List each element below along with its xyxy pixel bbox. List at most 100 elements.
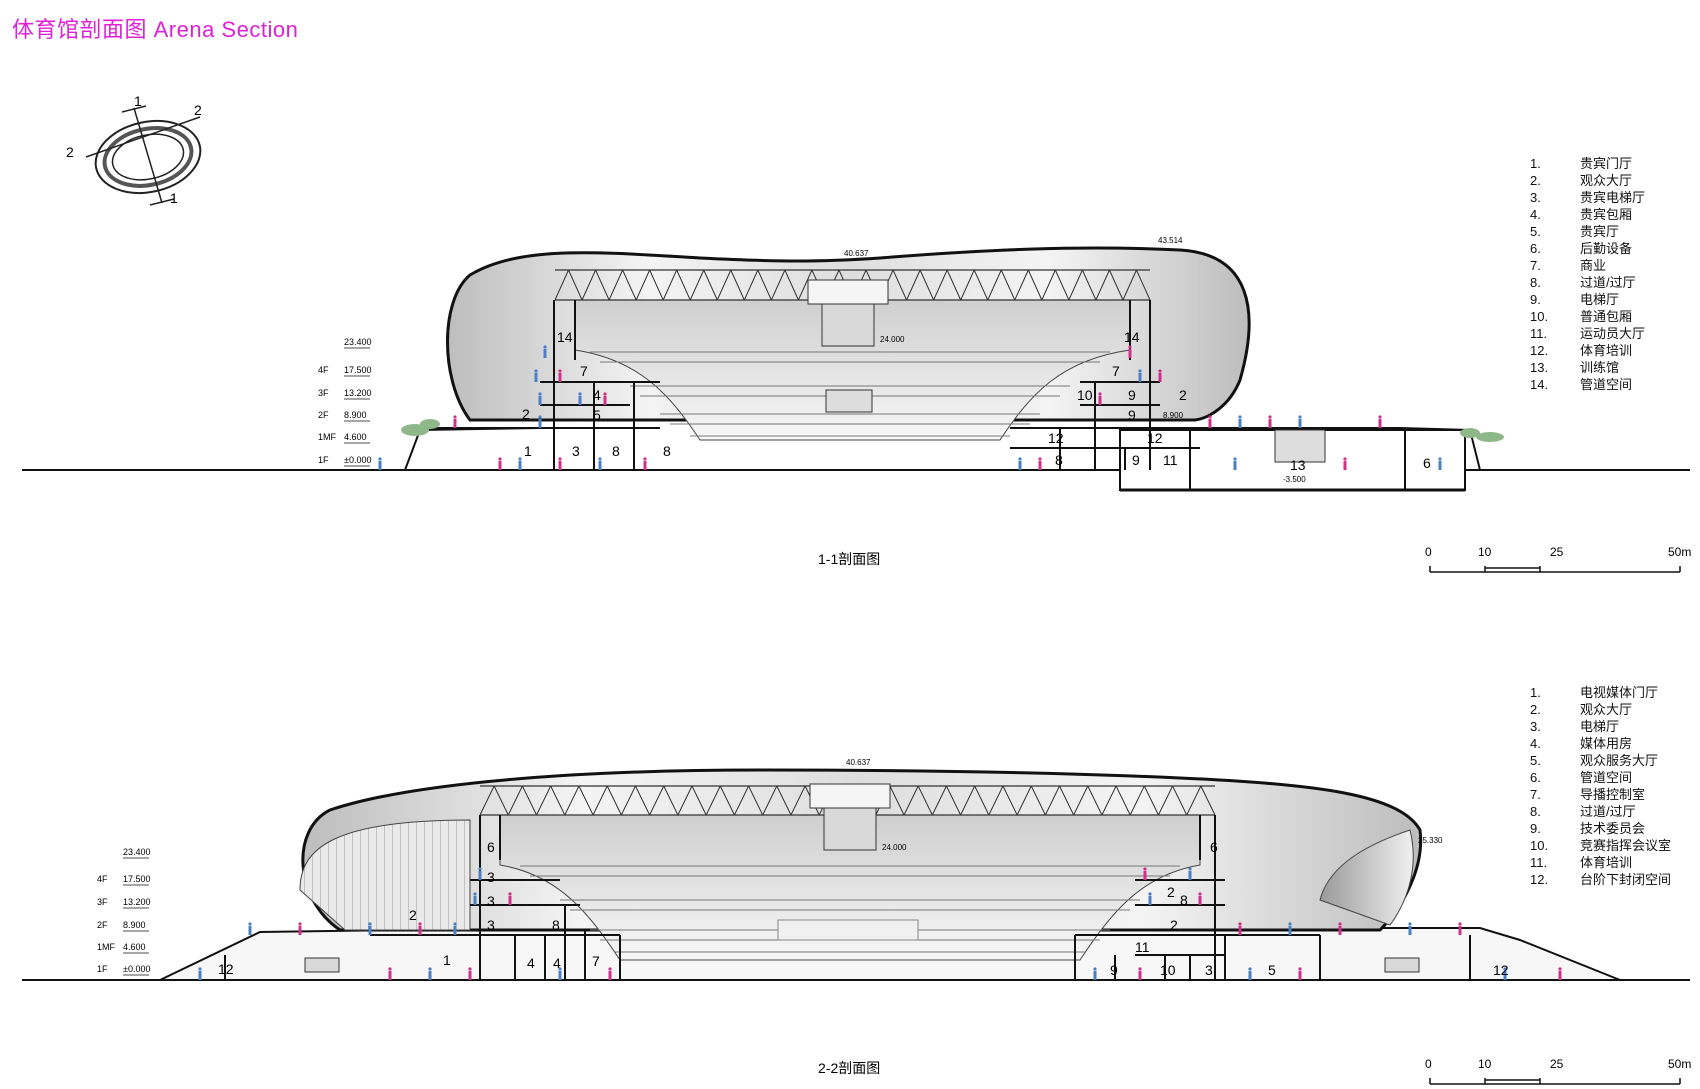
roof-level: 40.637 bbox=[846, 758, 871, 767]
legend-text: 后勤设备 bbox=[1580, 241, 1633, 256]
legend-item: 6.后勤设备 bbox=[1530, 240, 1645, 257]
legend-item: 12.体育培训 bbox=[1530, 342, 1645, 359]
room-label: 4 bbox=[527, 955, 535, 971]
key-plan-label: 1 bbox=[170, 190, 178, 206]
legend-number: 14. bbox=[1530, 377, 1549, 392]
legend-item: 14. 管道空间 bbox=[1530, 376, 1645, 393]
level-name: 2F bbox=[97, 920, 108, 930]
room-label: 9 bbox=[1110, 962, 1118, 978]
legend-text: 管道空间 bbox=[1580, 770, 1633, 785]
room-label: 9 bbox=[1132, 452, 1140, 468]
legend-item: 8.过道/过厅 bbox=[1530, 803, 1671, 820]
room-label: 12 bbox=[1147, 430, 1163, 446]
room-label: 2 bbox=[409, 907, 417, 923]
legend-text: 贵宾门厅 bbox=[1580, 156, 1633, 171]
room-label: 8 bbox=[1180, 892, 1188, 908]
legend-number: 1. bbox=[1530, 685, 1541, 700]
scale-tick-label: 25 bbox=[1550, 545, 1564, 559]
legend-item: 7. 导播控制室 bbox=[1530, 786, 1671, 803]
level-value: 4.600 bbox=[123, 942, 146, 952]
training-equipment bbox=[1274, 429, 1326, 463]
legend-text: 管道空间 bbox=[1580, 377, 1633, 392]
scale-tick-label: 25 bbox=[1550, 1057, 1564, 1071]
legend-number: 1. bbox=[1530, 156, 1541, 171]
room-label: 2 bbox=[1179, 387, 1187, 403]
legend-text: 商业 bbox=[1580, 258, 1607, 273]
legend-text: 观众大厅 bbox=[1580, 173, 1633, 188]
floor-slabs bbox=[224, 815, 1471, 980]
scale-tick-label: 0 bbox=[1425, 545, 1432, 559]
level-value: 23.400 bbox=[123, 847, 151, 857]
legend-item: 5. 贵宾厅 bbox=[1530, 223, 1645, 240]
legend-number: 10. bbox=[1530, 838, 1549, 853]
legend-item: 1. 贵宾门厅 bbox=[1530, 155, 1645, 172]
legend-number: 2. bbox=[1530, 702, 1541, 717]
scoreboard bbox=[807, 279, 889, 305]
key-plan-label: 2 bbox=[194, 102, 202, 118]
room-label: 11 bbox=[1163, 452, 1178, 468]
legend-text: 电视媒体门厅 bbox=[1580, 685, 1659, 700]
legend-text: 台阶下封闭空间 bbox=[1580, 872, 1672, 887]
legend-item: 3.电梯厅 bbox=[1530, 718, 1671, 735]
basement-level: -3.500 bbox=[1283, 475, 1306, 484]
legend-text: 运动员大厅 bbox=[1580, 326, 1646, 341]
legend-item: 11. 运动员大厅 bbox=[1530, 325, 1645, 342]
roof-ribs bbox=[299, 819, 471, 931]
room-label: 1 bbox=[524, 443, 532, 459]
legend-item: 6.管道空间 bbox=[1530, 769, 1671, 786]
legend-number: 2. bbox=[1530, 173, 1541, 188]
key-plan: 1 2 2 1 bbox=[66, 93, 202, 206]
room-label: 3 bbox=[487, 869, 495, 885]
room-label: 3 bbox=[487, 917, 495, 933]
legend-number: 3. bbox=[1530, 190, 1541, 205]
level-name: 1MF bbox=[97, 942, 116, 952]
scale-tick-label: 50m bbox=[1668, 1057, 1691, 1071]
room-label: 10 bbox=[1077, 387, 1093, 403]
level-name: 1MF bbox=[318, 432, 337, 442]
legend-item: 9.技术委员会 bbox=[1530, 820, 1671, 837]
legend-number: 12. bbox=[1530, 343, 1549, 358]
level-name: 1F bbox=[318, 455, 329, 465]
page-title: 体育馆剖面图 Arena Section bbox=[12, 17, 299, 42]
room-label: 14 bbox=[1124, 329, 1140, 345]
inner-level: 24.000 bbox=[882, 843, 907, 852]
legend-number: 11. bbox=[1530, 326, 1548, 341]
scoreboard-body bbox=[821, 303, 875, 347]
level-value: 17.500 bbox=[123, 874, 151, 884]
room-label: 11 bbox=[1135, 939, 1150, 955]
section-caption: 2-2剖面图 bbox=[818, 1060, 880, 1076]
level-value: 4.600 bbox=[344, 432, 367, 442]
legend-text: 过道/过厅 bbox=[1580, 804, 1636, 819]
room-label: 4 bbox=[553, 955, 561, 971]
room-label: 12 bbox=[218, 961, 234, 977]
room-label: 5 bbox=[1268, 962, 1276, 978]
legend-text: 训练馆 bbox=[1580, 360, 1620, 375]
legend-number: 8. bbox=[1530, 275, 1541, 290]
legend-text: 竞赛指挥会议室 bbox=[1580, 838, 1672, 853]
legend-text: 贵宾电梯厅 bbox=[1580, 190, 1646, 205]
legend-item: 2.观众大厅 bbox=[1530, 701, 1671, 718]
room-label: 8 bbox=[663, 443, 671, 459]
legend-text: 导播控制室 bbox=[1580, 787, 1646, 802]
level-value: 13.200 bbox=[123, 897, 151, 907]
level-value: 8.900 bbox=[344, 410, 367, 420]
legend-number: 9. bbox=[1530, 292, 1541, 307]
legend-text: 普通包厢 bbox=[1580, 309, 1633, 324]
legend-number: 10. bbox=[1530, 309, 1549, 324]
room-label: 3 bbox=[487, 893, 495, 909]
legend-item: 5.观众服务大厅 bbox=[1530, 752, 1671, 769]
level-value: 23.400 bbox=[344, 337, 372, 347]
legend-number: 7. bbox=[1530, 787, 1541, 802]
legend-number: 5. bbox=[1530, 224, 1541, 239]
room-label: 2 bbox=[522, 406, 530, 422]
room-label: 9 bbox=[1128, 387, 1136, 403]
right-level: 8.900 bbox=[1163, 411, 1184, 420]
legend-text: 贵宾厅 bbox=[1580, 224, 1620, 239]
legend-text: 媒体用房 bbox=[1580, 736, 1633, 751]
room-label: 14 bbox=[557, 329, 573, 345]
legend-number: 13. bbox=[1530, 360, 1549, 375]
